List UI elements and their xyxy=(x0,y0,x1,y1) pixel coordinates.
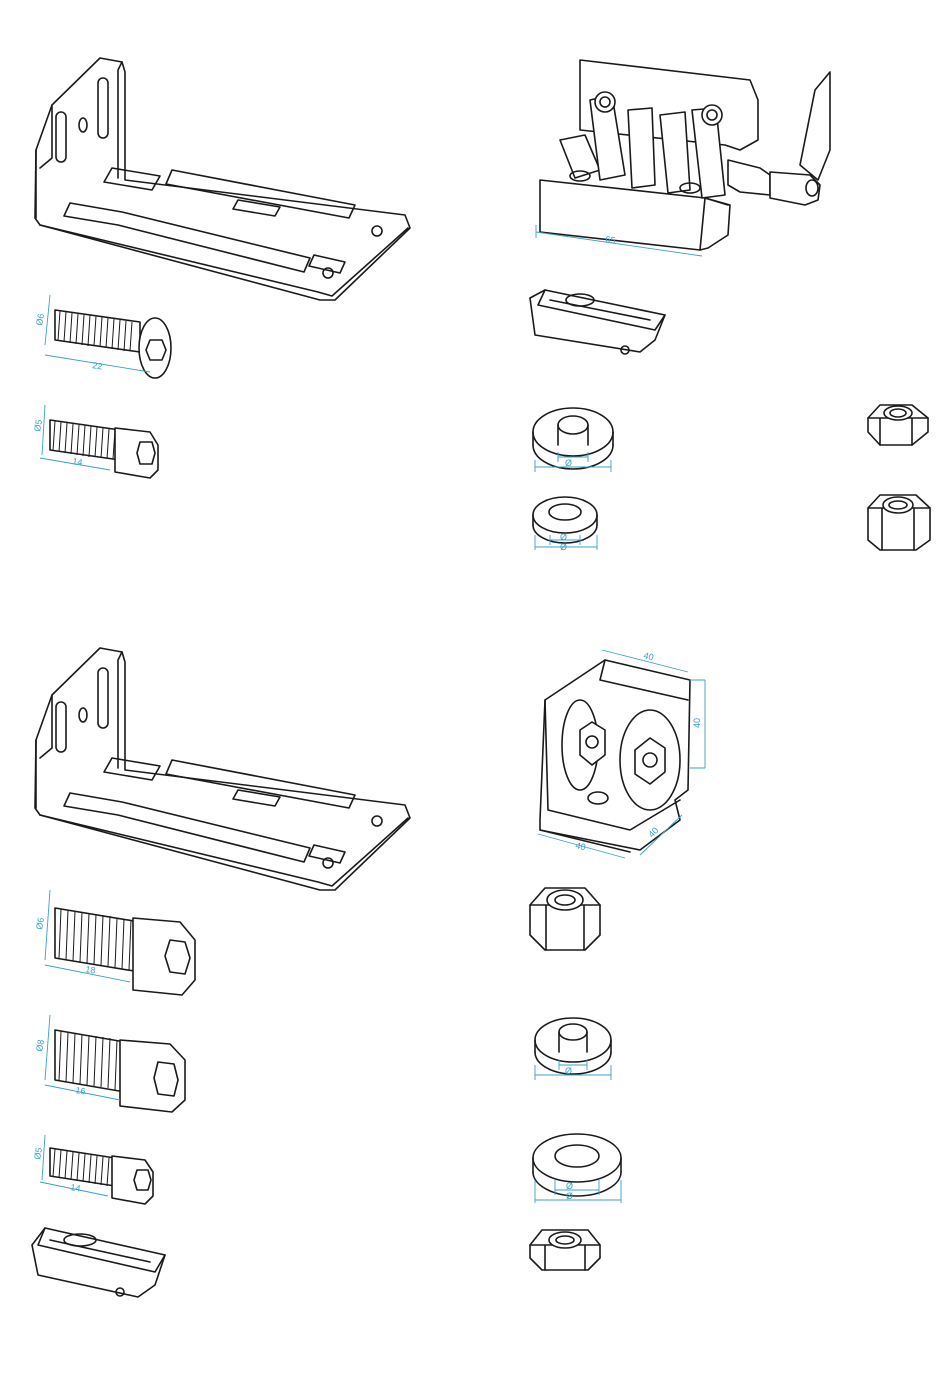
l-bracket-bottom xyxy=(35,648,410,890)
hex-nut-bottom xyxy=(530,888,600,950)
cap-screw-m8x16: Ø8 16 xyxy=(34,1015,185,1112)
l-bracket-top xyxy=(35,58,410,300)
t-slot-nut-bottom xyxy=(32,1228,165,1297)
hex-nut-flat xyxy=(530,1230,600,1270)
cap-screw-m6x18: Ø6 18 xyxy=(34,890,195,995)
dim-angle-bottom-a: 40 xyxy=(575,840,587,852)
dim-angle-side: 40 xyxy=(692,718,702,728)
dim-capscrew-m8-length: 16 xyxy=(75,1085,86,1096)
dim-washer-big-b: Ø xyxy=(566,1191,573,1201)
cap-screw-m5x14-top: Ø5 14 xyxy=(32,405,158,478)
countersunk-screw-m6x22: Ø6 22 xyxy=(34,295,171,378)
dim-capscrew-m5-diameter: Ø5 xyxy=(32,1147,44,1161)
washer-large-top: Ø xyxy=(533,408,613,472)
hex-nut-small xyxy=(868,405,928,445)
dim-capscrew-top-length: 14 xyxy=(72,456,83,467)
hex-nut-tall xyxy=(868,495,930,550)
dim-capscrew-m8-diameter: Ø8 xyxy=(34,1039,46,1053)
dim-washer-small-a: Ø xyxy=(560,532,567,542)
cap-screw-m5x14-bottom: Ø5 14 xyxy=(32,1135,153,1204)
pivot-angle-bracket: 40 40 40 40 xyxy=(538,650,705,858)
dim-capscrew-m6-diameter: Ø6 xyxy=(34,917,46,931)
dim-washer-big-a: Ø xyxy=(566,1181,573,1191)
dim-washer-middle: Ø xyxy=(565,1066,572,1076)
dim-screw-top-diameter: Ø6 xyxy=(34,313,46,327)
t-slot-nut-top xyxy=(530,290,665,354)
dim-hinge-length: 65 xyxy=(605,234,616,245)
hinge-with-lever: 65 xyxy=(536,60,830,256)
dim-washer-large-top: Ø xyxy=(565,458,572,468)
washer-small-top: Ø Ø xyxy=(533,497,597,552)
washer-middle: Ø xyxy=(535,1018,611,1080)
dim-screw-top-length: 22 xyxy=(92,360,103,371)
dim-capscrew-top-diameter: Ø5 xyxy=(32,419,44,433)
dim-washer-small-b: Ø xyxy=(560,542,567,552)
dim-capscrew-m6-length: 18 xyxy=(85,964,96,975)
dim-capscrew-m5-length: 14 xyxy=(70,1182,81,1193)
washer-big-bottom: Ø Ø xyxy=(533,1134,621,1203)
